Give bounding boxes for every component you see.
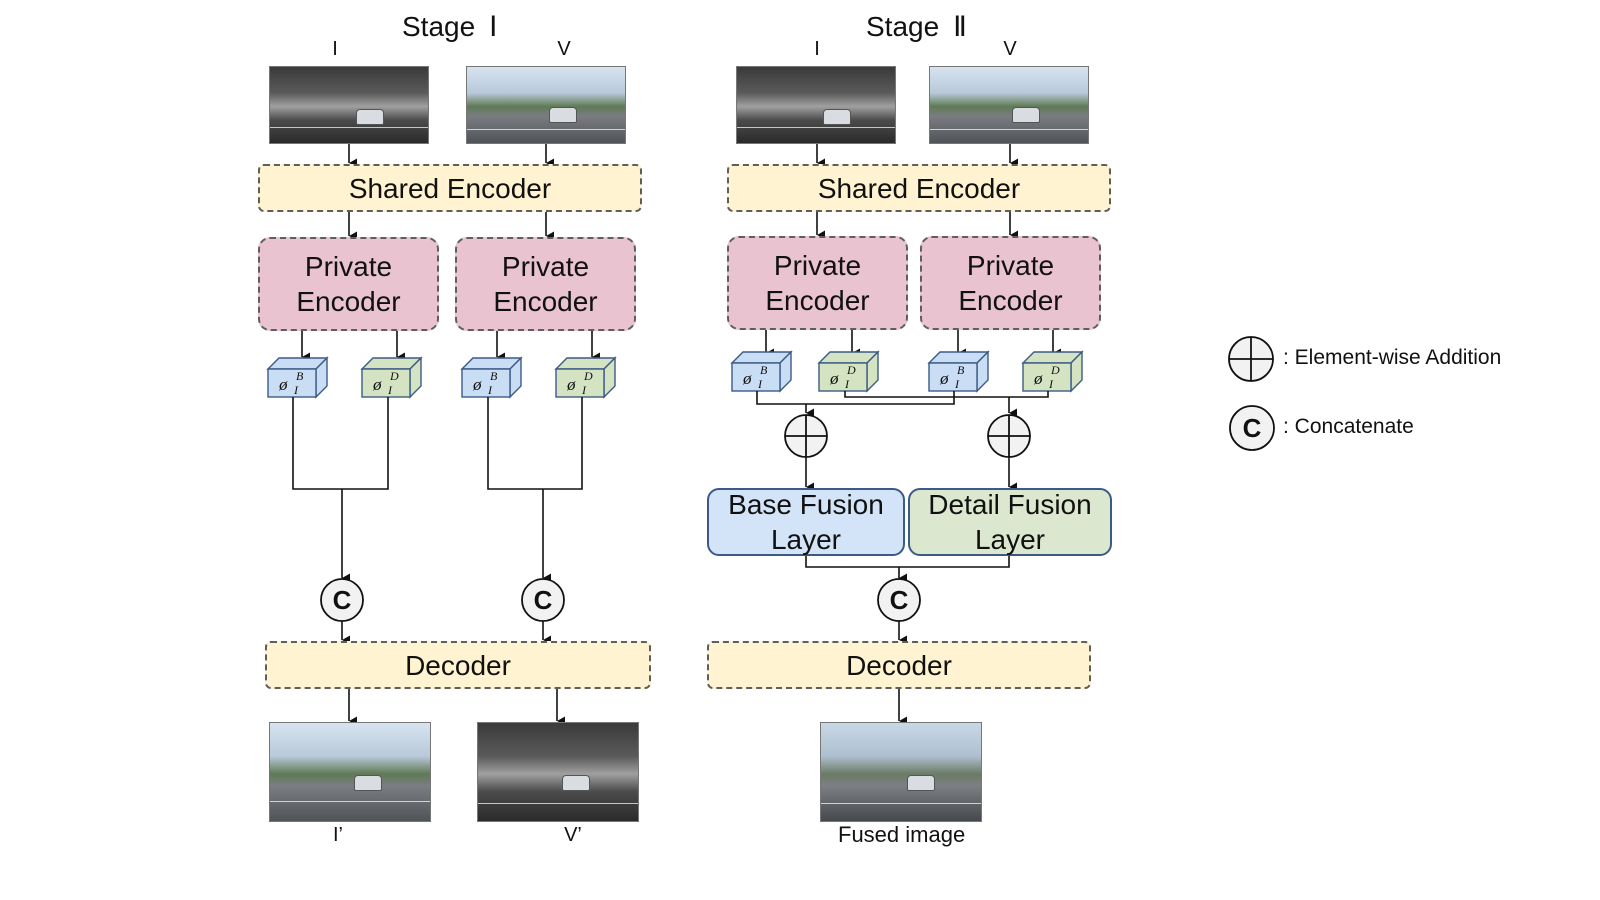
s1-feature-detail-1 (361, 368, 411, 398)
s2-feature-base-2 (928, 362, 978, 392)
s1-merge-right (487, 397, 583, 490)
stage1-visible-image (466, 66, 626, 144)
stage1-title-text: Stage (402, 11, 476, 42)
s1-feature-base-1-sup: B (296, 369, 304, 383)
s1-feature-detail-2-sup: D (583, 369, 593, 383)
fused-output-label: Fused image (838, 822, 966, 847)
stage1-input-ir-label: I (332, 38, 338, 60)
s1-feature-base-1-symbol: ø (278, 375, 288, 394)
s2-feature-detail-1-symbol: ø (829, 369, 839, 388)
stage2-decoder: Decoder (707, 641, 1091, 689)
stage1-private-encoder-vis: Private Encoder (455, 237, 636, 331)
s1-feature-base-2-symbol: ø (472, 375, 482, 394)
s2-feature-base-2-symbol: ø (939, 369, 949, 388)
stage1-private-encoder-ir: Private Encoder (258, 237, 439, 331)
s2-feature-base-2-sup: B (957, 363, 965, 377)
s2-feature-detail-1-sup: D (846, 363, 856, 377)
stage2-visible-image (929, 66, 1089, 144)
s2-feature-base-1-symbol: ø (742, 369, 752, 388)
s2-feature-base-1 (731, 362, 781, 392)
stage1-output-left-label: I’ (333, 824, 343, 846)
stage2-shared-encoder: Shared Encoder (727, 164, 1111, 212)
stage1-decoder: Decoder (265, 641, 651, 689)
s1-feature-base-2-sub: I (487, 383, 493, 397)
s2-feature-base-2-sub: I (954, 377, 960, 391)
s1-feature-base-1-sub: I (293, 383, 299, 397)
stage1-roman: Ⅰ (489, 12, 498, 43)
stage2-title: Stage Ⅱ (866, 10, 967, 44)
stage1-output-right-image (477, 722, 639, 822)
s1-merge-left (292, 397, 389, 490)
s1-feature-base-2-sup: B (490, 369, 498, 383)
s2-feature-base-1-sup: B (760, 363, 768, 377)
s2-feature-detail-2-sub: I (1048, 377, 1054, 391)
s2-feature-detail-2-sup: D (1050, 363, 1060, 377)
s1-feature-base-1 (267, 368, 317, 398)
stage2-input-ir-label: I (814, 38, 820, 60)
stage2-infrared-image (736, 66, 896, 144)
stage2-input-vis-label: V (1003, 38, 1017, 60)
legend-concat-text: : Concatenate (1283, 415, 1414, 438)
s2-detail-merge (844, 391, 1049, 398)
base-fusion-layer: Base Fusion Layer (707, 488, 905, 556)
s1-feature-base-2 (461, 368, 511, 398)
stage2-title-text: Stage (866, 11, 940, 42)
stage1-input-vis-label: V (557, 38, 571, 60)
detail-fusion-layer: Detail Fusion Layer (908, 488, 1112, 556)
s2-feature-base-1-sub: I (757, 377, 763, 391)
stage2-private-encoder-ir: Private Encoder (727, 236, 908, 330)
s1-feature-detail-1-sub: I (387, 383, 393, 397)
stage1-output-left-image (269, 722, 431, 822)
stage1-shared-encoder: Shared Encoder (258, 164, 642, 212)
s2-feature-detail-1-sub: I (844, 377, 850, 391)
s1-concat-right-label: C (534, 585, 553, 615)
s2-feature-detail-2 (1022, 362, 1072, 392)
s2-fusion-merge (805, 556, 1010, 568)
legend-concat-icon (1229, 405, 1275, 451)
s2-concat-label: C (890, 585, 909, 615)
stage1-infrared-image (269, 66, 429, 144)
stage2-private-encoder-vis: Private Encoder (920, 236, 1101, 330)
stage1-title: Stage Ⅰ (402, 10, 497, 44)
s2-feature-detail-1 (818, 362, 868, 392)
fused-output-image (820, 722, 982, 822)
s1-feature-detail-1-sup: D (389, 369, 399, 383)
s1-feature-detail-2-symbol: ø (566, 375, 576, 394)
legend-addition-text: : Element-wise Addition (1283, 346, 1502, 369)
s1-concat-left-label: C (333, 585, 352, 615)
stage1-output-right-label: V’ (564, 824, 582, 846)
s1-feature-detail-2 (555, 368, 605, 398)
legend-concat-icon-label: C (1243, 413, 1262, 443)
stage2-roman: Ⅱ (953, 12, 967, 43)
s1-feature-detail-2-sub: I (581, 383, 587, 397)
s1-feature-detail-1-symbol: ø (372, 375, 382, 394)
s2-feature-detail-2-symbol: ø (1033, 369, 1043, 388)
